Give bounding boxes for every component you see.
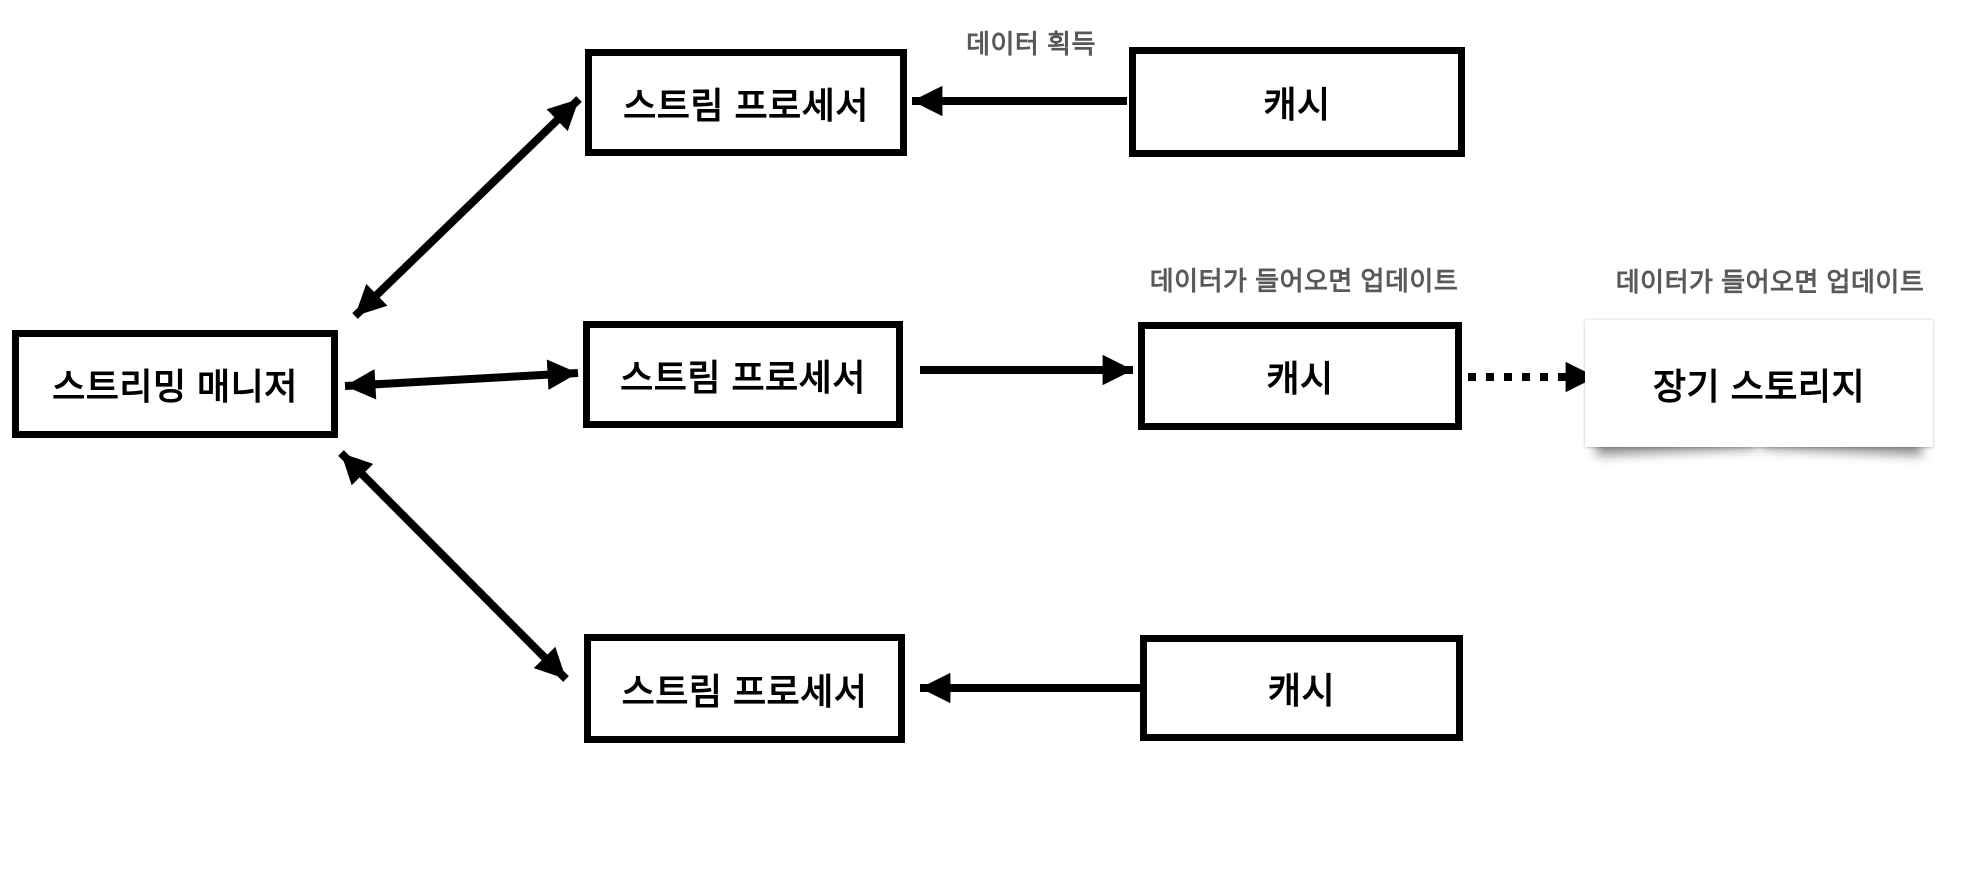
annotation-cache-update: 데이터가 들어오면 업데이트	[1149, 266, 1459, 296]
annotation-storage-update: 데이터가 들어오면 업데이트	[1615, 267, 1925, 297]
node-cache-bottom: 캐시	[1140, 635, 1463, 741]
long-term-storage-label: 장기 스토리지	[1652, 365, 1866, 407]
arrow-manager-processor-bottom	[338, 450, 569, 682]
streaming-manager-label: 스트리밍 매니저	[52, 366, 298, 407]
arrow-manager-processor-middle	[344, 359, 579, 400]
node-cache-middle: 캐시	[1138, 322, 1462, 430]
node-stream-processor-top: 스트림 프로세서	[585, 49, 907, 156]
cache-middle-label: 캐시	[1266, 358, 1334, 399]
node-stream-processor-middle: 스트림 프로세서	[583, 321, 903, 428]
node-cache-top: 캐시	[1129, 47, 1465, 157]
node-long-term-storage: 장기 스토리지	[1585, 320, 1933, 447]
stream-processor-bottom-label: 스트림 프로세서	[621, 670, 868, 712]
cache-top-label: 캐시	[1263, 84, 1331, 125]
node-stream-processor-bottom: 스트림 프로세서	[584, 634, 905, 743]
annotation-data-acquisition: 데이터 획득	[966, 29, 1096, 59]
arrow-manager-processor-top	[352, 96, 582, 319]
stream-processor-top-label: 스트림 프로세서	[623, 84, 869, 126]
cache-bottom-label: 캐시	[1267, 670, 1336, 711]
stream-processor-middle-label: 스트림 프로세서	[620, 356, 866, 398]
node-streaming-manager: 스트리밍 매니저	[12, 330, 338, 438]
